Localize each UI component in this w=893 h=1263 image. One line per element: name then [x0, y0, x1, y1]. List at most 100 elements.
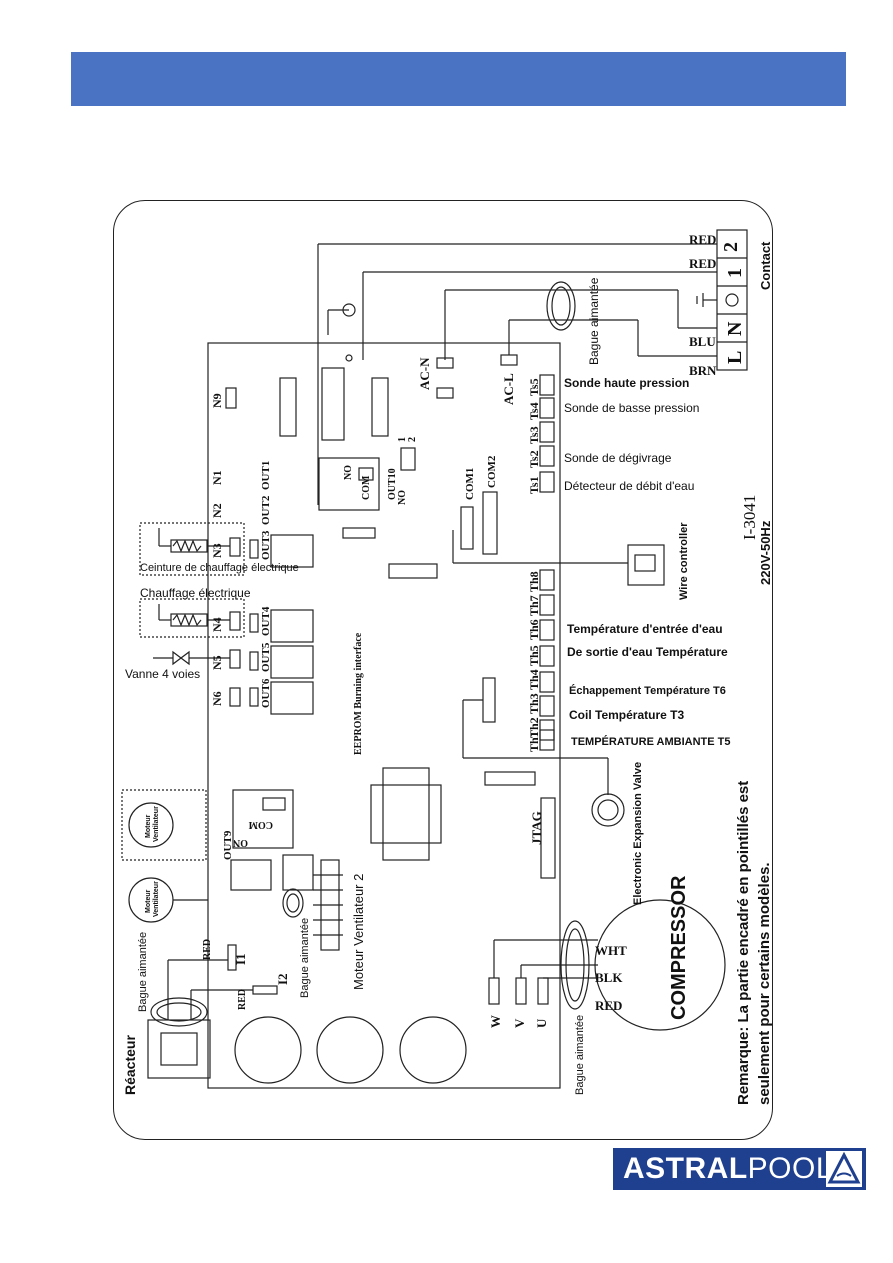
power-red-1-label: RED [689, 232, 716, 247]
diagram-frame [113, 200, 773, 1140]
sonde-haute-label: Sonde haute pression [564, 376, 689, 390]
bague-label-reactor: Bague aimantée [137, 932, 149, 1012]
n4-label: N4 [210, 617, 224, 632]
sonde-basse-label: Sonde de basse pression [564, 401, 699, 415]
out9-label: OUT9 [222, 830, 234, 860]
compressor [594, 899, 726, 1031]
ts4-label: Ts4 [527, 402, 541, 420]
compressor-label: COMPRESSOR [668, 875, 690, 1020]
jtag-label: JTAG [529, 811, 544, 845]
power-blu-label: BLU [689, 334, 716, 349]
eev-label: Electronic Expansion Valve [632, 762, 644, 905]
out1-label: OUT1 [260, 461, 272, 490]
th5-label: Th5 [527, 645, 541, 666]
no2-label: NO [397, 490, 408, 505]
ts3-label: Ts3 [527, 426, 541, 444]
valve-symbol [172, 650, 190, 666]
power-red-2-label: RED [689, 256, 716, 271]
ac-n-connector [436, 357, 454, 369]
com2-label: COM2 [486, 455, 498, 488]
temp-ambiante-label: TEMPÉRATURE AMBIANTE T5 [571, 735, 731, 748]
switch-1-label: 1 [397, 437, 408, 442]
moteur2-label: Moteur Ventilateur 2 [351, 874, 366, 990]
ground-icon [342, 303, 356, 317]
temp-coil-label: Coil Température T3 [569, 708, 684, 722]
detecteur-debit-label: Détecteur de débit d'eau [564, 479, 694, 493]
coil-1 [279, 377, 297, 437]
n5-label: N5 [210, 655, 224, 670]
com1-label: COM1 [464, 468, 476, 500]
th4-label: Th4 [527, 669, 541, 690]
i1-label: I1 [233, 953, 248, 965]
astralpool-logo: ASTRALPOOL [613, 1148, 866, 1190]
reacteur-label: Réacteur [122, 1035, 138, 1095]
moteur-1-label-a: Moteur [145, 814, 152, 838]
earth-symbol [725, 293, 739, 307]
header-bar [71, 52, 846, 106]
remarque-line-2: seulement pour certains modèles. [756, 862, 773, 1105]
bague-label-compressor: Bague aimantée [574, 1015, 586, 1095]
terminal-n-label: N [724, 321, 746, 336]
eev-motor [591, 793, 625, 827]
chauffage-label: Chauffage électrique [140, 586, 251, 600]
terminal-2-label: 2 [720, 242, 742, 252]
dip-switch [400, 447, 416, 471]
triangle-logo-icon [826, 1151, 862, 1187]
moteur-2-label-a: Moteur [145, 889, 152, 913]
reactor [147, 1019, 211, 1079]
model-label: I-3041 [740, 495, 759, 540]
wiring-diagram: RED RED BLU BRN 2 1 N L I-3041 AC-N AC-L… [121, 229, 773, 1105]
power-spec-label: 220V-50Hz [758, 520, 773, 585]
terminal-l-label: L [724, 351, 746, 364]
ceinture-label: Ceinture de chauffage électrique [140, 562, 299, 574]
w-label: W [488, 1015, 503, 1028]
out9-com-label: COM [248, 819, 273, 830]
th1-label: Th1 [527, 731, 541, 752]
th8-label: Th8 [527, 571, 541, 592]
i2-red-label: RED [237, 989, 248, 1010]
logo-text: ASTRALPOOL [613, 1152, 833, 1186]
n6-label: N6 [210, 691, 224, 706]
out10-label: OUT10 [387, 468, 398, 500]
ts5-label: Ts5 [527, 378, 541, 396]
th6-label: Th6 [527, 619, 541, 640]
n2-label: N2 [210, 503, 224, 518]
temp-sortie-label: De sortie d'eau Température [567, 645, 728, 659]
power-contact-label: Contact [758, 241, 773, 290]
vanne-label: Vanne 4 voies [125, 667, 200, 681]
th3-label: Th3 [527, 693, 541, 714]
jtag-connector [540, 797, 556, 879]
th2-label: Th2 [527, 717, 541, 738]
logo-text-bold: ASTRAL [623, 1152, 748, 1185]
remarque-line-1: Remarque: La partie encadré en pointillé… [735, 781, 752, 1105]
u-label: U [534, 1018, 549, 1028]
bague-label-ac: Bague aimantée [587, 277, 601, 365]
ac-l-connector [500, 354, 518, 366]
com1-connector [460, 506, 474, 550]
out3-label: OUT3 [260, 530, 272, 560]
sonde-degivrage-label: Sonde de dégivrage [564, 451, 672, 465]
com-label: COM [361, 475, 372, 500]
wire-controller-label: Wire controller [678, 522, 690, 600]
pcb-board [207, 342, 561, 1089]
ts1-label: Ts1 [527, 476, 541, 494]
v-label: V [512, 1018, 527, 1028]
wht-label: WHT [595, 943, 627, 958]
temp-echappement-label: Échappement Température T6 [569, 684, 726, 697]
capacitor-2 [316, 1016, 384, 1084]
out6-label: OUT6 [260, 678, 272, 708]
com2-connector [482, 491, 498, 555]
capacitor-1 [234, 1016, 302, 1084]
terminal-1-label: 1 [724, 268, 746, 278]
fan-motor-1 [128, 802, 174, 848]
ac-l-label: AC-L [501, 373, 516, 405]
blk-label: BLK [595, 970, 623, 985]
eeprom-label: EEPROM Burning interface [353, 632, 364, 755]
no-label: NO [343, 465, 354, 480]
power-brn-label: BRN [689, 363, 717, 378]
relay-out10 [318, 457, 380, 511]
th7-label: Th7 [527, 595, 541, 616]
moteur-2-label-b: Ventilateur [153, 881, 160, 917]
wire-controller [627, 544, 665, 586]
n3-label: N3 [210, 543, 224, 558]
